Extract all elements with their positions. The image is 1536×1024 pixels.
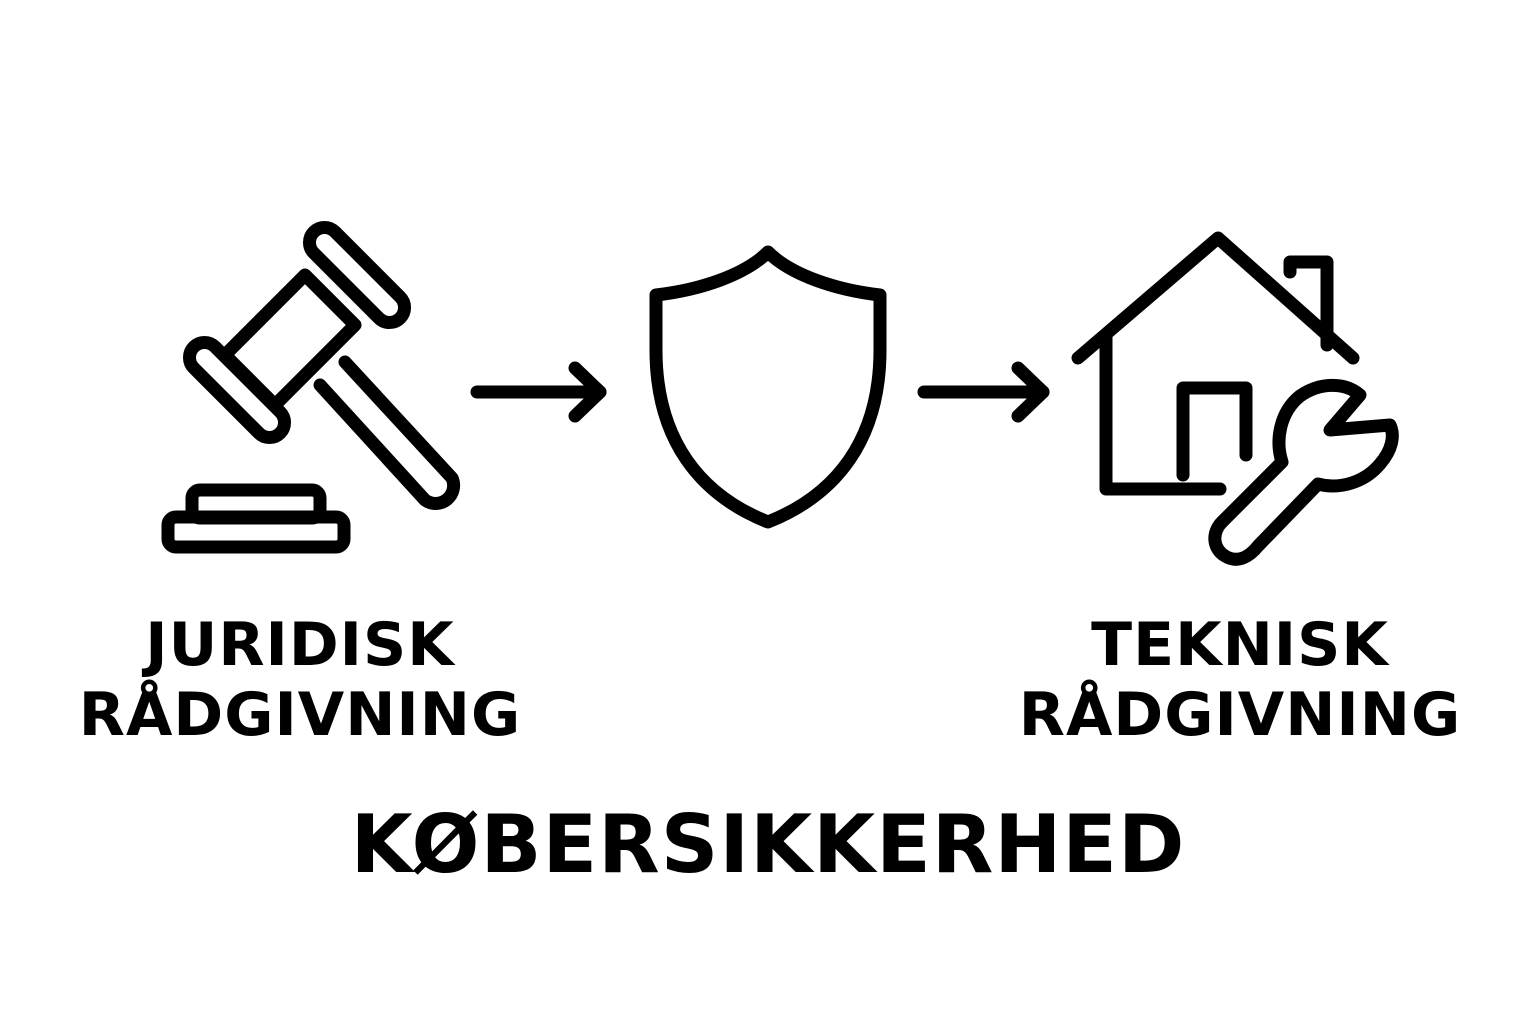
label-line: TEKNISK <box>1091 610 1389 680</box>
gavel-icon <box>150 220 480 565</box>
shield-icon <box>640 240 895 535</box>
label-line: JURIDISK <box>145 610 455 680</box>
step-label-legal: JURIDISK RÅDGIVNING <box>70 610 530 750</box>
step-label-technical: TEKNISK RÅDGIVNING <box>1010 610 1470 750</box>
diagram-title: KØBERSIKKERHED <box>350 798 1186 891</box>
label-line: RÅDGIVNING <box>78 680 522 750</box>
house-wrench-icon <box>1060 225 1410 570</box>
arrow-right-icon <box>915 360 1055 426</box>
label-line: RÅDGIVNING <box>1018 680 1462 750</box>
arrow-right-icon <box>470 360 610 426</box>
